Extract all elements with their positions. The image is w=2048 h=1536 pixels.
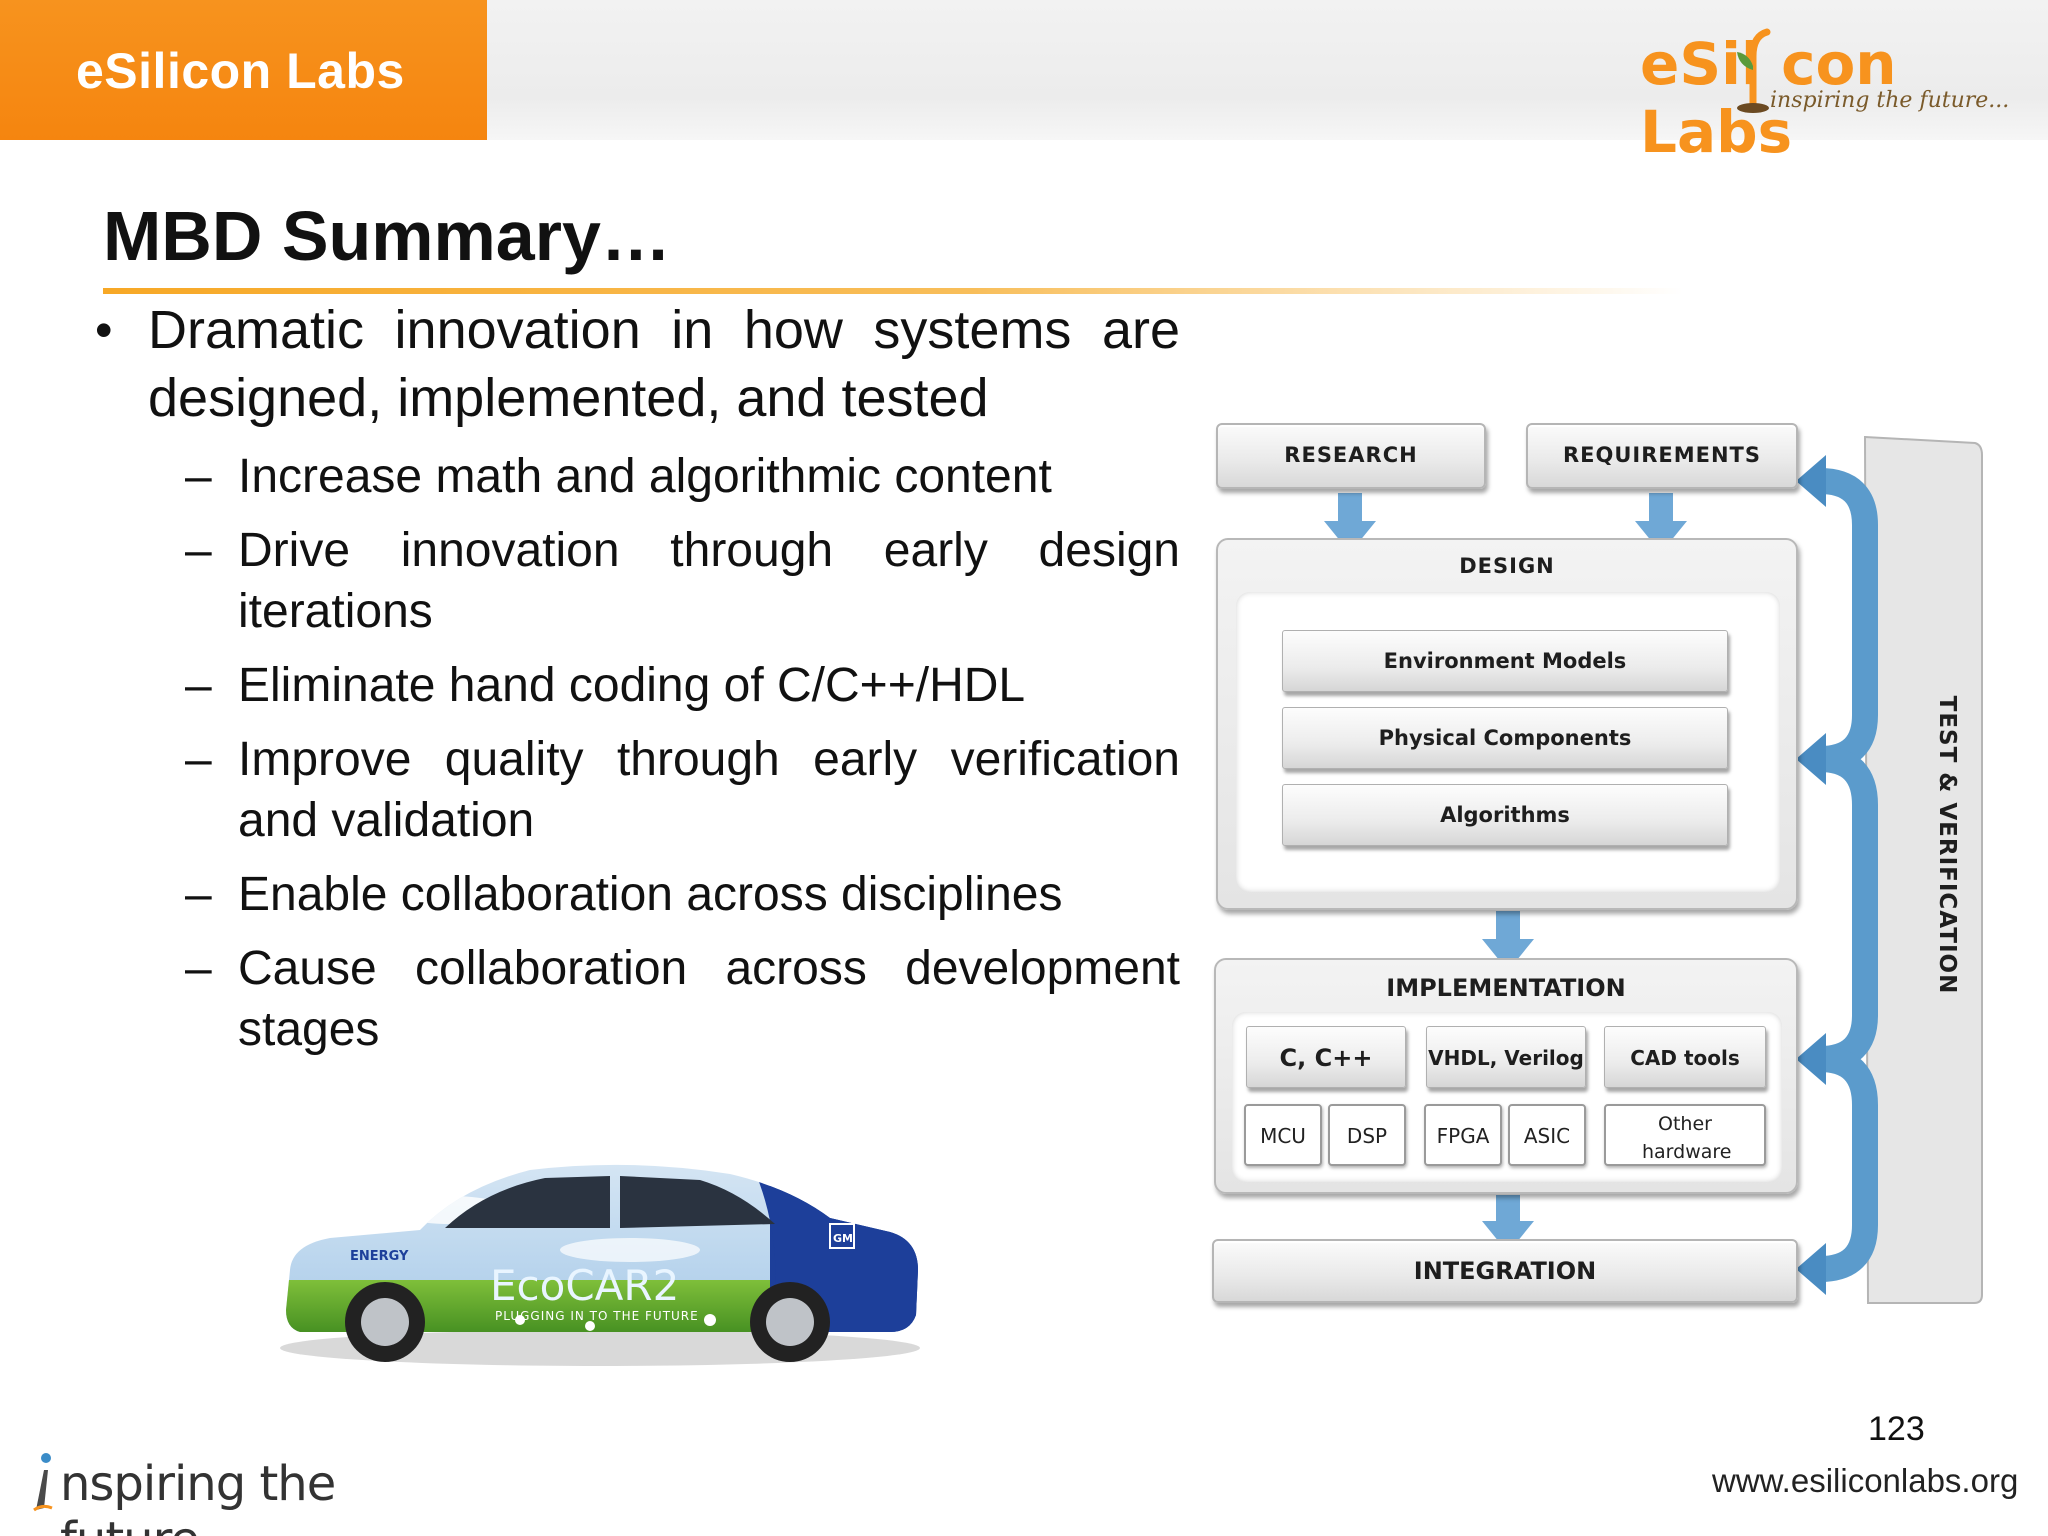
bullet-item: • Dramatic innovation in how systems are… <box>95 296 1180 432</box>
dash-marker: – <box>185 524 212 577</box>
sub-bullet-text: Increase math and algorithmic content <box>238 450 1052 503</box>
physical-components-label: Physical Components <box>1378 726 1632 750</box>
implementation-title: IMPLEMENTATION <box>1386 974 1626 1002</box>
implementation-panel: IMPLEMENTATION C, C++ VHDL, Verilog CAD … <box>1214 958 1798 1194</box>
asic-label: ASIC <box>1523 1124 1571 1148</box>
i-figure-icon <box>33 1453 53 1512</box>
arrow-head-integration <box>1796 1243 1826 1295</box>
logo-tagline: inspiring the future... <box>1770 88 2010 113</box>
down-arrow-requirements <box>1635 493 1687 553</box>
environment-models-label: Environment Models <box>1383 649 1627 673</box>
test-verification-label: TEST & VERIFICATION <box>1934 695 1960 995</box>
physical-components-box: Physical Components <box>1282 707 1728 769</box>
slide-title: MBD Summary… <box>103 197 671 275</box>
sub-bullet-text: Eliminate hand coding of C/C++/HDL <box>238 659 1026 712</box>
diagram-arrows <box>1324 435 1983 1304</box>
down-arrow-implementation <box>1482 1195 1534 1253</box>
environment-models-box: Environment Models <box>1282 630 1728 692</box>
sub-bullet-item: – Improve quality through early verifica… <box>95 729 1180 851</box>
mcu-box: MCU <box>1244 1104 1322 1166</box>
asic-box: ASIC <box>1508 1104 1586 1166</box>
feedback-bracket-3 <box>1819 1046 1878 1282</box>
implementation-inner: C, C++ VHDL, Verilog CAD tools MCU DSP F… <box>1232 1012 1782 1182</box>
mcu-label: MCU <box>1260 1124 1306 1148</box>
bullet-list: • Dramatic innovation in how systems are… <box>95 296 1180 1060</box>
research-box: RESEARCH <box>1216 423 1486 489</box>
vhdl-verilog-box: VHDL, Verilog <box>1426 1026 1586 1088</box>
research-label: RESEARCH <box>1284 443 1418 467</box>
footer-url: www.esiliconlabs.org <box>1712 1462 2019 1499</box>
sub-bullet-item: – Drive innovation through early design … <box>95 520 1180 642</box>
algorithms-box: Algorithms <box>1282 784 1728 846</box>
footer-tagline-text: nspiring the future <box>60 1456 336 1536</box>
sub-bullet-text: Cause collaboration across development s… <box>238 942 1180 1056</box>
down-arrow-research <box>1324 493 1376 553</box>
requirements-box: REQUIREMENTS <box>1526 423 1798 489</box>
vhdl-verilog-label: VHDL, Verilog <box>1428 1046 1584 1070</box>
arrow-head-implementation <box>1796 1033 1826 1085</box>
sub-bullet-text: Enable collaboration across disciplines <box>238 868 1063 921</box>
cad-tools-box: CAD tools <box>1604 1026 1766 1088</box>
design-panel: DESIGN Environment Models Physical Compo… <box>1216 538 1798 910</box>
energy-logo-text: ENERGY <box>350 1249 409 1264</box>
algorithms-label: Algorithms <box>1440 803 1570 827</box>
ecocar-text: EcoCAR2 <box>490 1261 679 1310</box>
footer-tagline: nspiring the future <box>30 1450 450 1536</box>
c-cpp-label: C, C++ <box>1279 1044 1373 1072</box>
dash-marker: – <box>185 450 212 503</box>
page-number: 123 <box>1868 1410 1925 1448</box>
sub-bullet-item: – Enable collaboration across discipline… <box>95 864 1180 925</box>
down-arrow-design <box>1482 911 1534 971</box>
esilicon-logo: eSil con Labs inspiring the future... <box>1640 28 2010 166</box>
sub-bullet-text: Drive innovation through early design it… <box>238 524 1180 638</box>
sub-bullet-item: – Cause collaboration across development… <box>95 938 1180 1060</box>
bullet-text: Dramatic innovation in how systems are d… <box>148 300 1180 428</box>
dsp-box: DSP <box>1328 1104 1406 1166</box>
design-inner: Environment Models Physical Components A… <box>1236 592 1780 892</box>
ecocar-image: ENERGY EcoCAR2 PLUGGING IN TO THE FUTURE… <box>280 1164 920 1366</box>
brand-box: eSilicon Labs <box>0 0 487 140</box>
seedling-icon <box>1737 28 1771 113</box>
gm-logo-text: GM <box>833 1232 853 1245</box>
integration-box: INTEGRATION <box>1212 1239 1798 1303</box>
feedback-bracket-2 <box>1819 746 1878 1072</box>
plugging-text: PLUGGING IN TO THE FUTURE <box>495 1309 699 1323</box>
arrow-head-design <box>1796 733 1826 785</box>
mbd-diagram: RESEARCH REQUIREMENTS DESIGN Environment… <box>1200 415 1990 1315</box>
integration-label: INTEGRATION <box>1413 1257 1597 1285</box>
dsp-label: DSP <box>1346 1124 1388 1148</box>
title-underline <box>103 288 1683 294</box>
dash-marker: – <box>185 659 212 712</box>
dash-marker: – <box>185 733 212 786</box>
cad-tools-label: CAD tools <box>1630 1046 1740 1070</box>
bullet-dot: • <box>95 302 113 358</box>
other-hardware-box: Other hardware <box>1604 1104 1766 1166</box>
design-title: DESIGN <box>1459 554 1555 578</box>
feedback-bracket-1 <box>1819 468 1878 772</box>
brand-name: eSilicon Labs <box>76 43 405 99</box>
c-cpp-box: C, C++ <box>1246 1026 1406 1088</box>
sub-bullet-item: – Eliminate hand coding of C/C++/HDL <box>95 655 1180 716</box>
arrow-head-requirements <box>1796 455 1826 507</box>
fpga-box: FPGA <box>1424 1104 1502 1166</box>
sub-bullet-item: – Increase math and algorithmic content <box>95 446 1180 507</box>
dash-marker: – <box>185 942 212 995</box>
dash-marker: – <box>185 868 212 921</box>
logo-text: eSil con Labs <box>1640 30 1897 166</box>
fpga-label: FPGA <box>1436 1124 1490 1148</box>
sub-bullet-text: Improve quality through early verificati… <box>238 733 1180 847</box>
other-hardware-label: Other hardware <box>1642 1113 1732 1163</box>
requirements-label: REQUIREMENTS <box>1562 443 1762 467</box>
